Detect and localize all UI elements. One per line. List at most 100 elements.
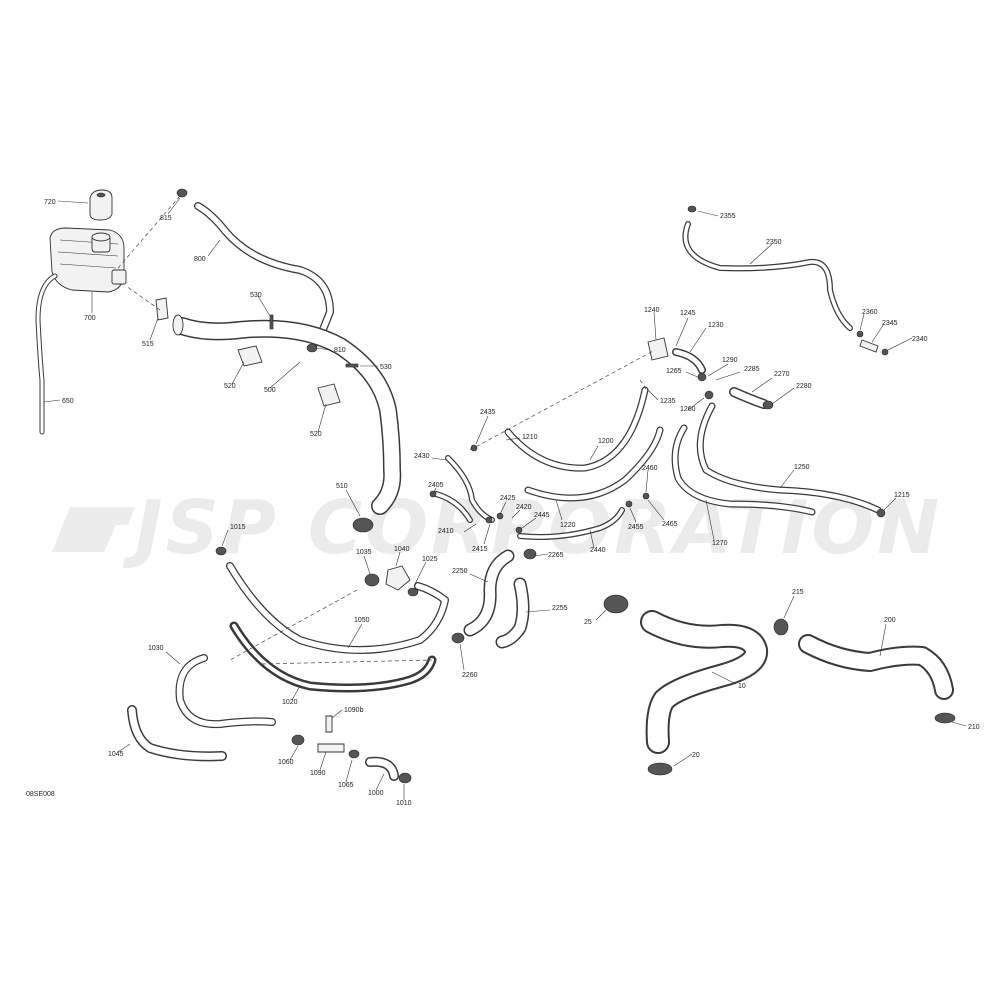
callout-2340: 2340	[912, 336, 928, 343]
mid-hose-group	[451, 548, 537, 649]
callout-1250: 1250	[794, 464, 810, 471]
callout-700: 700	[84, 315, 96, 322]
callout-20: 20	[692, 752, 700, 759]
callout-2260: 2260	[462, 672, 478, 679]
callout-2410: 2410	[438, 528, 454, 535]
housing-1240	[647, 337, 669, 361]
callout-2250: 2250	[452, 568, 468, 575]
callout-1200: 1200	[598, 438, 614, 445]
callout-1290: 1290	[722, 357, 738, 364]
tee-1090	[317, 743, 345, 753]
screw-530-a	[269, 314, 274, 330]
bracket-520-b	[317, 383, 341, 407]
callout-2405: 2405	[428, 482, 444, 489]
callout-2415: 2415	[472, 546, 488, 553]
center-hose-group	[429, 386, 664, 540]
callout-2355: 2355	[720, 213, 736, 220]
callout-210: 210	[968, 724, 980, 731]
thermostat-assembly-group	[647, 337, 886, 518]
callout-215: 215	[792, 589, 804, 596]
callout-720: 720	[44, 199, 56, 206]
callout-200: 200	[884, 617, 896, 624]
callout-1265: 1265	[666, 368, 682, 375]
tank-outlet	[111, 269, 127, 285]
callout-1090b: 1090b	[344, 707, 364, 714]
upper-hose-group	[155, 188, 402, 533]
tank-cap	[89, 189, 113, 221]
callout-1090: 1090	[310, 770, 326, 777]
callout-1030: 1030	[148, 645, 164, 652]
callout-1045: 1045	[108, 751, 124, 758]
callout-2455: 2455	[628, 524, 644, 531]
callout-515: 515	[142, 341, 154, 348]
callout-2420: 2420	[516, 504, 532, 511]
callout-1260: 1260	[680, 406, 696, 413]
callout-1020: 1020	[282, 699, 298, 706]
callout-1065: 1065	[338, 782, 354, 789]
fitting-2345	[859, 339, 879, 353]
callout-2255: 2255	[552, 605, 568, 612]
callout-500: 500	[264, 387, 276, 394]
callout-2345: 2345	[882, 320, 898, 327]
callout-1270: 1270	[712, 540, 728, 547]
callout-2360: 2360	[862, 309, 878, 316]
callout-1010: 1010	[396, 800, 412, 807]
bracket-520-a	[237, 345, 263, 367]
callout-815: 815	[160, 215, 172, 222]
callout-1245: 1245	[680, 310, 696, 317]
callout-1025: 1025	[422, 556, 438, 563]
lower-left-hose-group	[127, 546, 449, 784]
coolant-tank-group	[35, 189, 127, 435]
callout-2440: 2440	[590, 547, 606, 554]
callout-2350: 2350	[766, 239, 782, 246]
callout-2435: 2435	[480, 409, 496, 416]
callout-1210: 1210	[522, 434, 538, 441]
callout-1220: 1220	[560, 522, 576, 529]
tank-opening	[91, 232, 111, 242]
clamp-815	[176, 188, 188, 198]
figure-code: 08SE008	[26, 791, 55, 798]
callout-510: 510	[336, 483, 348, 490]
callout-10: 10	[738, 683, 746, 690]
callout-1230: 1230	[708, 322, 724, 329]
callout-800: 800	[194, 256, 206, 263]
callout-labels: 720 815 800 700 515 530 810 530 520 500 …	[44, 199, 980, 807]
callout-1215: 1215	[894, 492, 910, 499]
callout-1050: 1050	[354, 617, 370, 624]
large-pipe-group	[603, 594, 956, 776]
callout-2265: 2265	[548, 552, 564, 559]
callout-2285: 2285	[744, 366, 760, 373]
callout-1015: 1015	[230, 524, 246, 531]
callout-650: 650	[62, 398, 74, 405]
connector-1040	[385, 565, 411, 591]
callout-leaders	[43, 197, 967, 800]
clamp-510	[352, 517, 374, 533]
callout-520-b: 520	[310, 431, 322, 438]
fitting-1090b	[325, 715, 333, 733]
callout-810: 810	[334, 347, 346, 354]
bracket-515	[155, 297, 169, 321]
callout-2270: 2270	[774, 371, 790, 378]
callout-1235: 1235	[660, 398, 676, 405]
top-right-hose-group	[682, 205, 889, 356]
clamp-810	[306, 343, 318, 353]
callout-1000: 1000	[368, 790, 384, 797]
callout-1060: 1060	[278, 759, 294, 766]
callout-1035: 1035	[356, 549, 372, 556]
callout-1240: 1240	[644, 307, 660, 314]
callout-2280: 2280	[796, 383, 812, 390]
callout-25: 25	[584, 619, 592, 626]
callout-520-a: 520	[224, 383, 236, 390]
callout-2430: 2430	[414, 453, 430, 460]
callout-2465: 2465	[662, 521, 678, 528]
screw-530-b	[345, 363, 359, 368]
callout-2425: 2425	[500, 495, 516, 502]
callout-2445: 2445	[534, 512, 550, 519]
watermark-logo-icon	[52, 507, 135, 552]
callout-530-b: 530	[380, 364, 392, 371]
callout-530-a: 530	[250, 292, 262, 299]
callout-1040: 1040	[394, 546, 410, 553]
callout-2460: 2460	[642, 465, 658, 472]
dashed-assembly-lines	[117, 195, 656, 665]
